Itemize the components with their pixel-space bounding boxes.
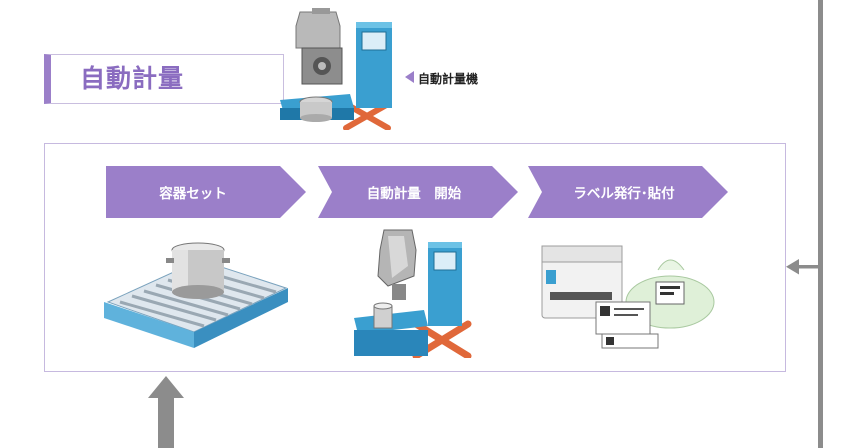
- weighing-process-image: [354, 229, 472, 358]
- section-title: 自動計量: [80, 64, 185, 93]
- step-label-print-attach: ラベル発行･貼付: [528, 166, 728, 218]
- connector-arrow-left: [786, 259, 822, 275]
- caption-pointer-icon: [405, 71, 414, 83]
- step-auto-weighing-start: 自動計量 開始: [318, 166, 518, 218]
- step-label: ラベル発行･貼付: [573, 186, 675, 202]
- roller-conveyor-image: [104, 242, 288, 348]
- flow-up-arrow: [148, 376, 184, 448]
- machine-caption: 自動計量機: [418, 72, 479, 86]
- step-container-set: 容器セット: [106, 166, 306, 218]
- connector-line-vertical: [818, 0, 823, 448]
- step-label: 自動計量 開始: [366, 186, 462, 202]
- label-printer-image: [541, 245, 715, 349]
- auto-weighing-machine-image: [280, 8, 392, 130]
- section-title-box: [44, 54, 284, 104]
- step-label: 容器セット: [159, 186, 227, 202]
